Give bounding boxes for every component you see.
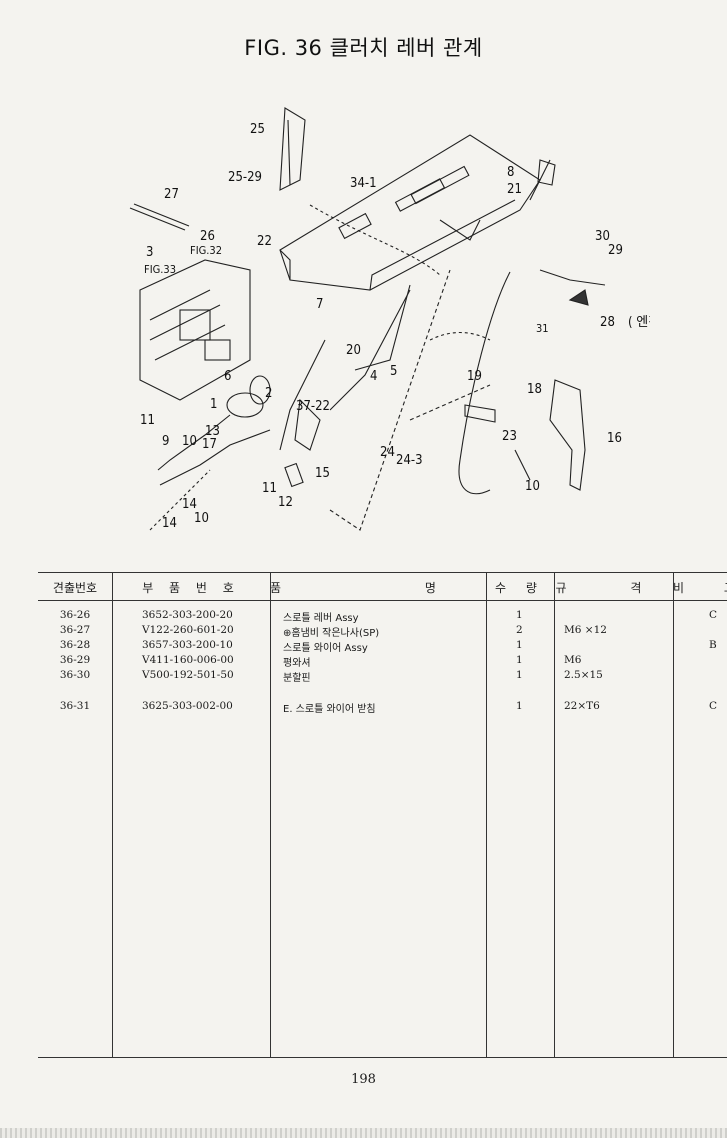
diagram-callout: 28 — [600, 315, 615, 330]
header-spec: 규 격 — [555, 581, 672, 595]
table-header-row: 견출번호 부 품 번 호 품 명 수 량 규 격 비 고 — [38, 573, 727, 601]
diagram-callout: 37-22 — [296, 399, 330, 414]
diagram-callout: 21 — [507, 182, 522, 197]
row-spec: 22×T6 — [564, 700, 600, 712]
diagram-callout: 26 — [200, 229, 215, 244]
diagram-callout: 1 — [210, 397, 217, 412]
row-part-name: ⊕홈냄비 작은나사(SP) — [283, 628, 380, 639]
row-quantity: 1 — [516, 639, 523, 651]
diagram-callout: 13 — [205, 424, 220, 439]
table-row: 36-28 3657-303-200-10 스로틀 와이어 Assy 1 B — [38, 639, 727, 654]
header-quantity: 수 량 — [495, 581, 545, 595]
row-part-name: E. 스로틀 와이어 받침 — [283, 704, 376, 715]
diagram-callout: FIG.32 — [190, 244, 222, 257]
diagram-callout: ( 엔진 ) — [628, 315, 650, 330]
diagram-callout: 29 — [608, 243, 623, 258]
diagram-callout: 4 — [370, 369, 377, 384]
row-spec: 2.5×15 — [564, 669, 603, 681]
diagram-callout: 18 — [527, 382, 542, 397]
diagram-callout: 2 — [265, 386, 272, 401]
header-part-name: 품 명 — [270, 581, 506, 595]
row-code: 36-29 — [59, 654, 91, 666]
diagram-callout: 11 — [262, 481, 277, 496]
row-quantity: 1 — [516, 700, 523, 712]
diagram-callout: 25 — [250, 122, 265, 137]
diagram-callout: 9 — [162, 434, 169, 449]
header-remark: 비 고 — [673, 581, 727, 595]
row-part-number: V411-160-006-00 — [142, 654, 234, 666]
row-code: 36-26 — [59, 609, 91, 621]
diagram-callout: 7 — [316, 297, 323, 312]
row-code: 36-27 — [59, 624, 91, 636]
column-divider — [554, 573, 555, 1057]
diagram-callout: 30 — [595, 229, 610, 244]
diagram-callout: 16 — [607, 431, 622, 446]
row-spec: M6 ×12 — [564, 624, 607, 636]
column-divider — [270, 573, 271, 1057]
diagram-callout: 10 — [194, 511, 209, 526]
diagram-callout: 10 — [525, 479, 540, 494]
diagram-callout: 11 — [140, 413, 155, 428]
header-code: 견출번호 — [52, 581, 98, 595]
diagram-callout: 19 — [467, 369, 482, 384]
row-part-number: V500-192-501-50 — [142, 669, 234, 681]
row-remark: C — [709, 700, 718, 712]
diagram-callout: 6 — [224, 369, 231, 384]
row-part-name: 평와셔 — [283, 658, 311, 669]
row-part-number: 3657-303-200-10 — [142, 639, 233, 651]
diagram-callout: 31 — [536, 322, 549, 335]
row-quantity: 1 — [516, 669, 523, 681]
row-spec: M6 — [564, 654, 582, 666]
diagram-callout: FIG.33 — [144, 263, 176, 276]
exploded-parts-diagram: 25 25-29 27 26 3 FIG.32 FIG.33 22 34-1 8… — [110, 90, 668, 550]
row-code: 36-30 — [59, 669, 91, 681]
row-part-name: 스로틀 레버 Assy — [283, 613, 359, 624]
diagram-callout: 10 — [182, 434, 197, 449]
diagram-callout: 25-29 — [228, 170, 262, 185]
column-divider — [112, 573, 113, 1057]
diagram-callout: 15 — [315, 466, 330, 481]
table-row: 36-29 V411-160-006-00 평와셔 1 M6 — [38, 654, 727, 669]
row-remark: B — [709, 639, 717, 651]
diagram-callout: 14 — [182, 497, 197, 512]
row-part-number: 3652-303-200-20 — [142, 609, 233, 621]
header-part-number: 부 품 번 호 — [142, 581, 240, 595]
diagram-callout: 3 — [146, 245, 153, 260]
diagram-callout: 20 — [346, 343, 361, 358]
row-quantity: 1 — [516, 654, 523, 666]
diagram-callout: 27 — [164, 187, 179, 202]
diagram-drawing: 25 25-29 27 26 3 FIG.32 FIG.33 22 34-1 8… — [129, 107, 668, 531]
diagram-callout: 17 — [202, 437, 217, 452]
parts-table: 견출번호 부 품 번 호 품 명 수 량 규 격 비 고 36-26 3652-… — [38, 572, 727, 1058]
row-part-number: V122-260-601-20 — [142, 624, 234, 636]
page-title: FIG. 36 클러치 레버 관계 — [244, 36, 483, 60]
diagram-callout: 8 — [507, 165, 514, 180]
diagram-callout: 24-3 — [396, 453, 423, 468]
row-part-name: 스로틀 와이어 Assy — [283, 643, 368, 654]
diagram-callout: 12 — [278, 495, 293, 510]
row-code: 36-31 — [59, 700, 91, 712]
row-quantity: 2 — [516, 624, 523, 636]
column-divider — [486, 573, 487, 1057]
row-part-name: 분할핀 — [283, 673, 311, 684]
row-part-number: 3625-303-002-00 — [142, 700, 233, 712]
table-row: 36-31 3625-303-002-00 E. 스로틀 와이어 받침 1 22… — [38, 700, 727, 715]
table-row: 36-30 V500-192-501-50 분할핀 1 2.5×15 — [38, 669, 727, 684]
diagram-callout: 34-1 — [350, 176, 377, 191]
page-number: 198 — [351, 1072, 376, 1087]
row-remark: C — [709, 609, 718, 621]
column-divider — [673, 573, 674, 1057]
diagram-callout: 14 — [162, 516, 177, 531]
table-row: 36-26 3652-303-200-20 스로틀 레버 Assy 1 C — [38, 609, 727, 624]
scan-edge — [0, 1128, 727, 1138]
diagram-callout: 24 — [380, 445, 395, 460]
row-quantity: 1 — [516, 609, 523, 621]
table-row: 36-27 V122-260-601-20 ⊕홈냄비 작은나사(SP) 2 M6… — [38, 624, 727, 639]
diagram-callout: 22 — [257, 234, 272, 249]
row-code: 36-28 — [59, 639, 91, 651]
diagram-callout: 5 — [390, 364, 397, 379]
diagram-callout: 23 — [502, 429, 517, 444]
